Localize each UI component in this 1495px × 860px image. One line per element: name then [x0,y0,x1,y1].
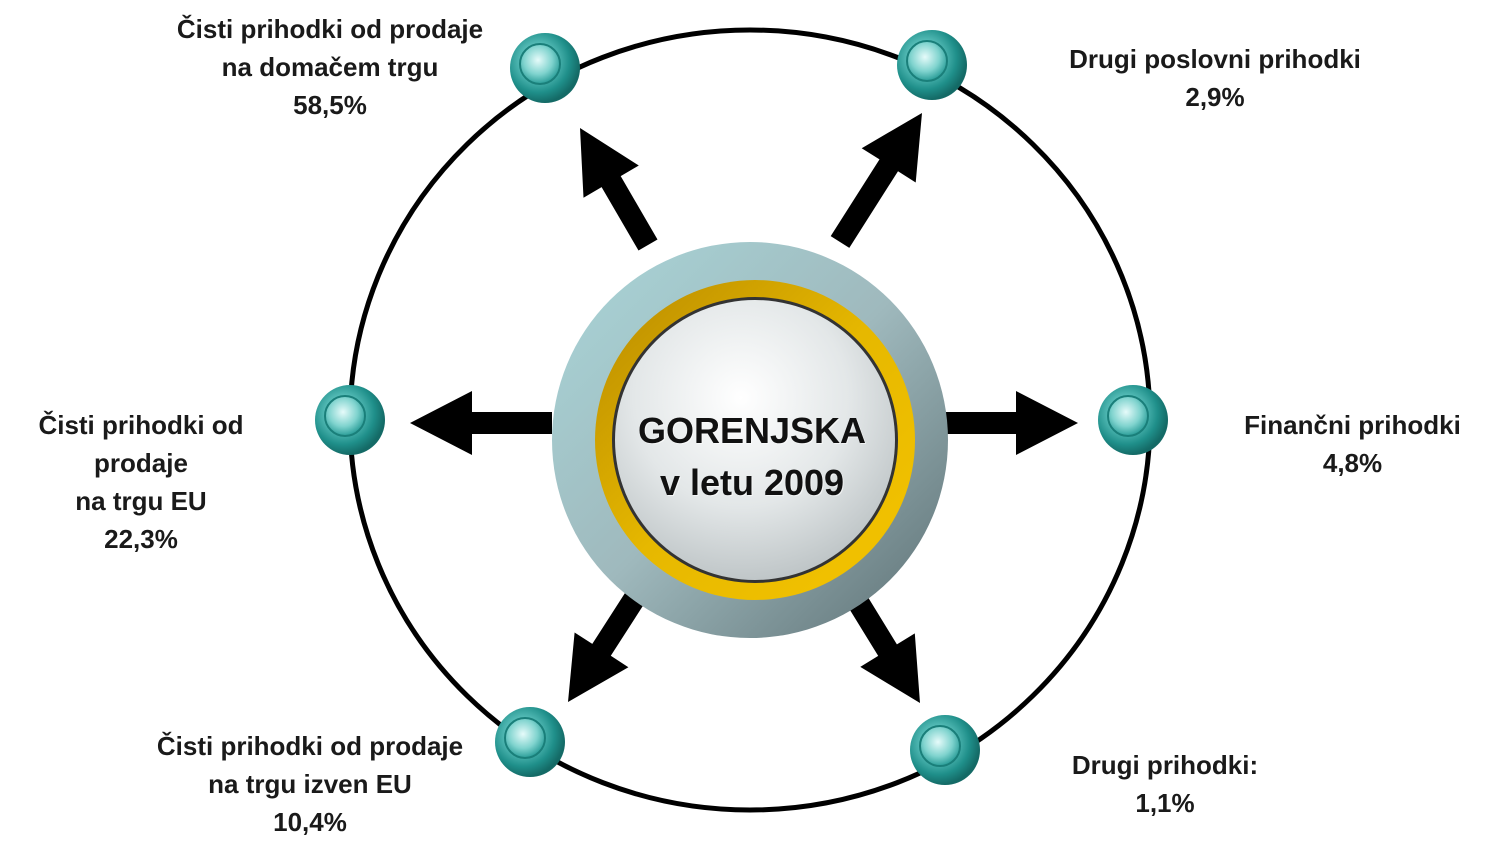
label-eu-value: 22,3% [104,524,178,554]
label-outside-eu-line2: na trgu izven EU [208,769,412,799]
label-outside-eu-line1: Čisti prihodki od prodaje [156,731,464,761]
label-other: Drugi prihodki: 1,1% [1035,746,1295,822]
label-financial-value: 4,8% [1322,448,1383,478]
label-outside-eu-value: 10,4% [273,807,347,837]
label-other-operating: Drugi poslovni prihodki 2,9% [1020,40,1410,116]
label-domestic: Čisti prihodki od prodaje na domačem trg… [130,10,530,124]
center-title-line1: GORENJSKA [637,410,867,451]
node-outside-eu [495,707,565,777]
label-financial: Finančni prihodki 4,8% [1210,406,1495,482]
label-eu-line3: na trgu EU [75,486,207,516]
node-eu [315,385,385,455]
label-other-line1: Drugi prihodki: [1071,750,1259,780]
label-eu-line1: Čisti prihodki od [38,410,244,440]
arrow-other-operating [830,113,922,248]
center-title: GORENJSKA v letu 2009 [600,405,904,509]
arrow-financial [945,391,1078,455]
arrow-other [848,596,920,703]
label-other-operating-line1: Drugi poslovni prihodki [1069,44,1361,74]
label-domestic-value: 58,5% [293,90,367,120]
label-financial-line1: Finančni prihodki [1244,410,1461,440]
label-outside-eu: Čisti prihodki od prodaje na trgu izven … [110,727,510,841]
label-eu-line2: prodaje [94,448,188,478]
arrow-eu [410,391,552,455]
center-medallion [552,242,948,638]
node-domestic [510,33,580,103]
label-domestic-line1: Čisti prihodki od prodaje [176,14,484,44]
label-other-operating-value: 2,9% [1185,82,1245,112]
node-other-operating [897,30,967,100]
nodes-group [315,30,1168,785]
label-other-value: 1,1% [1135,788,1195,818]
node-other [910,715,980,785]
node-financial [1098,385,1168,455]
arrows-group [410,113,1078,703]
center-title-line2: v letu 2009 [659,462,845,503]
arrow-outside-eu [568,584,650,702]
arrow-domestic [580,128,658,251]
label-domestic-line2: na domačem trgu [221,52,439,82]
label-eu: Čisti prihodki od prodaje na trgu EU 22,… [0,406,282,558]
